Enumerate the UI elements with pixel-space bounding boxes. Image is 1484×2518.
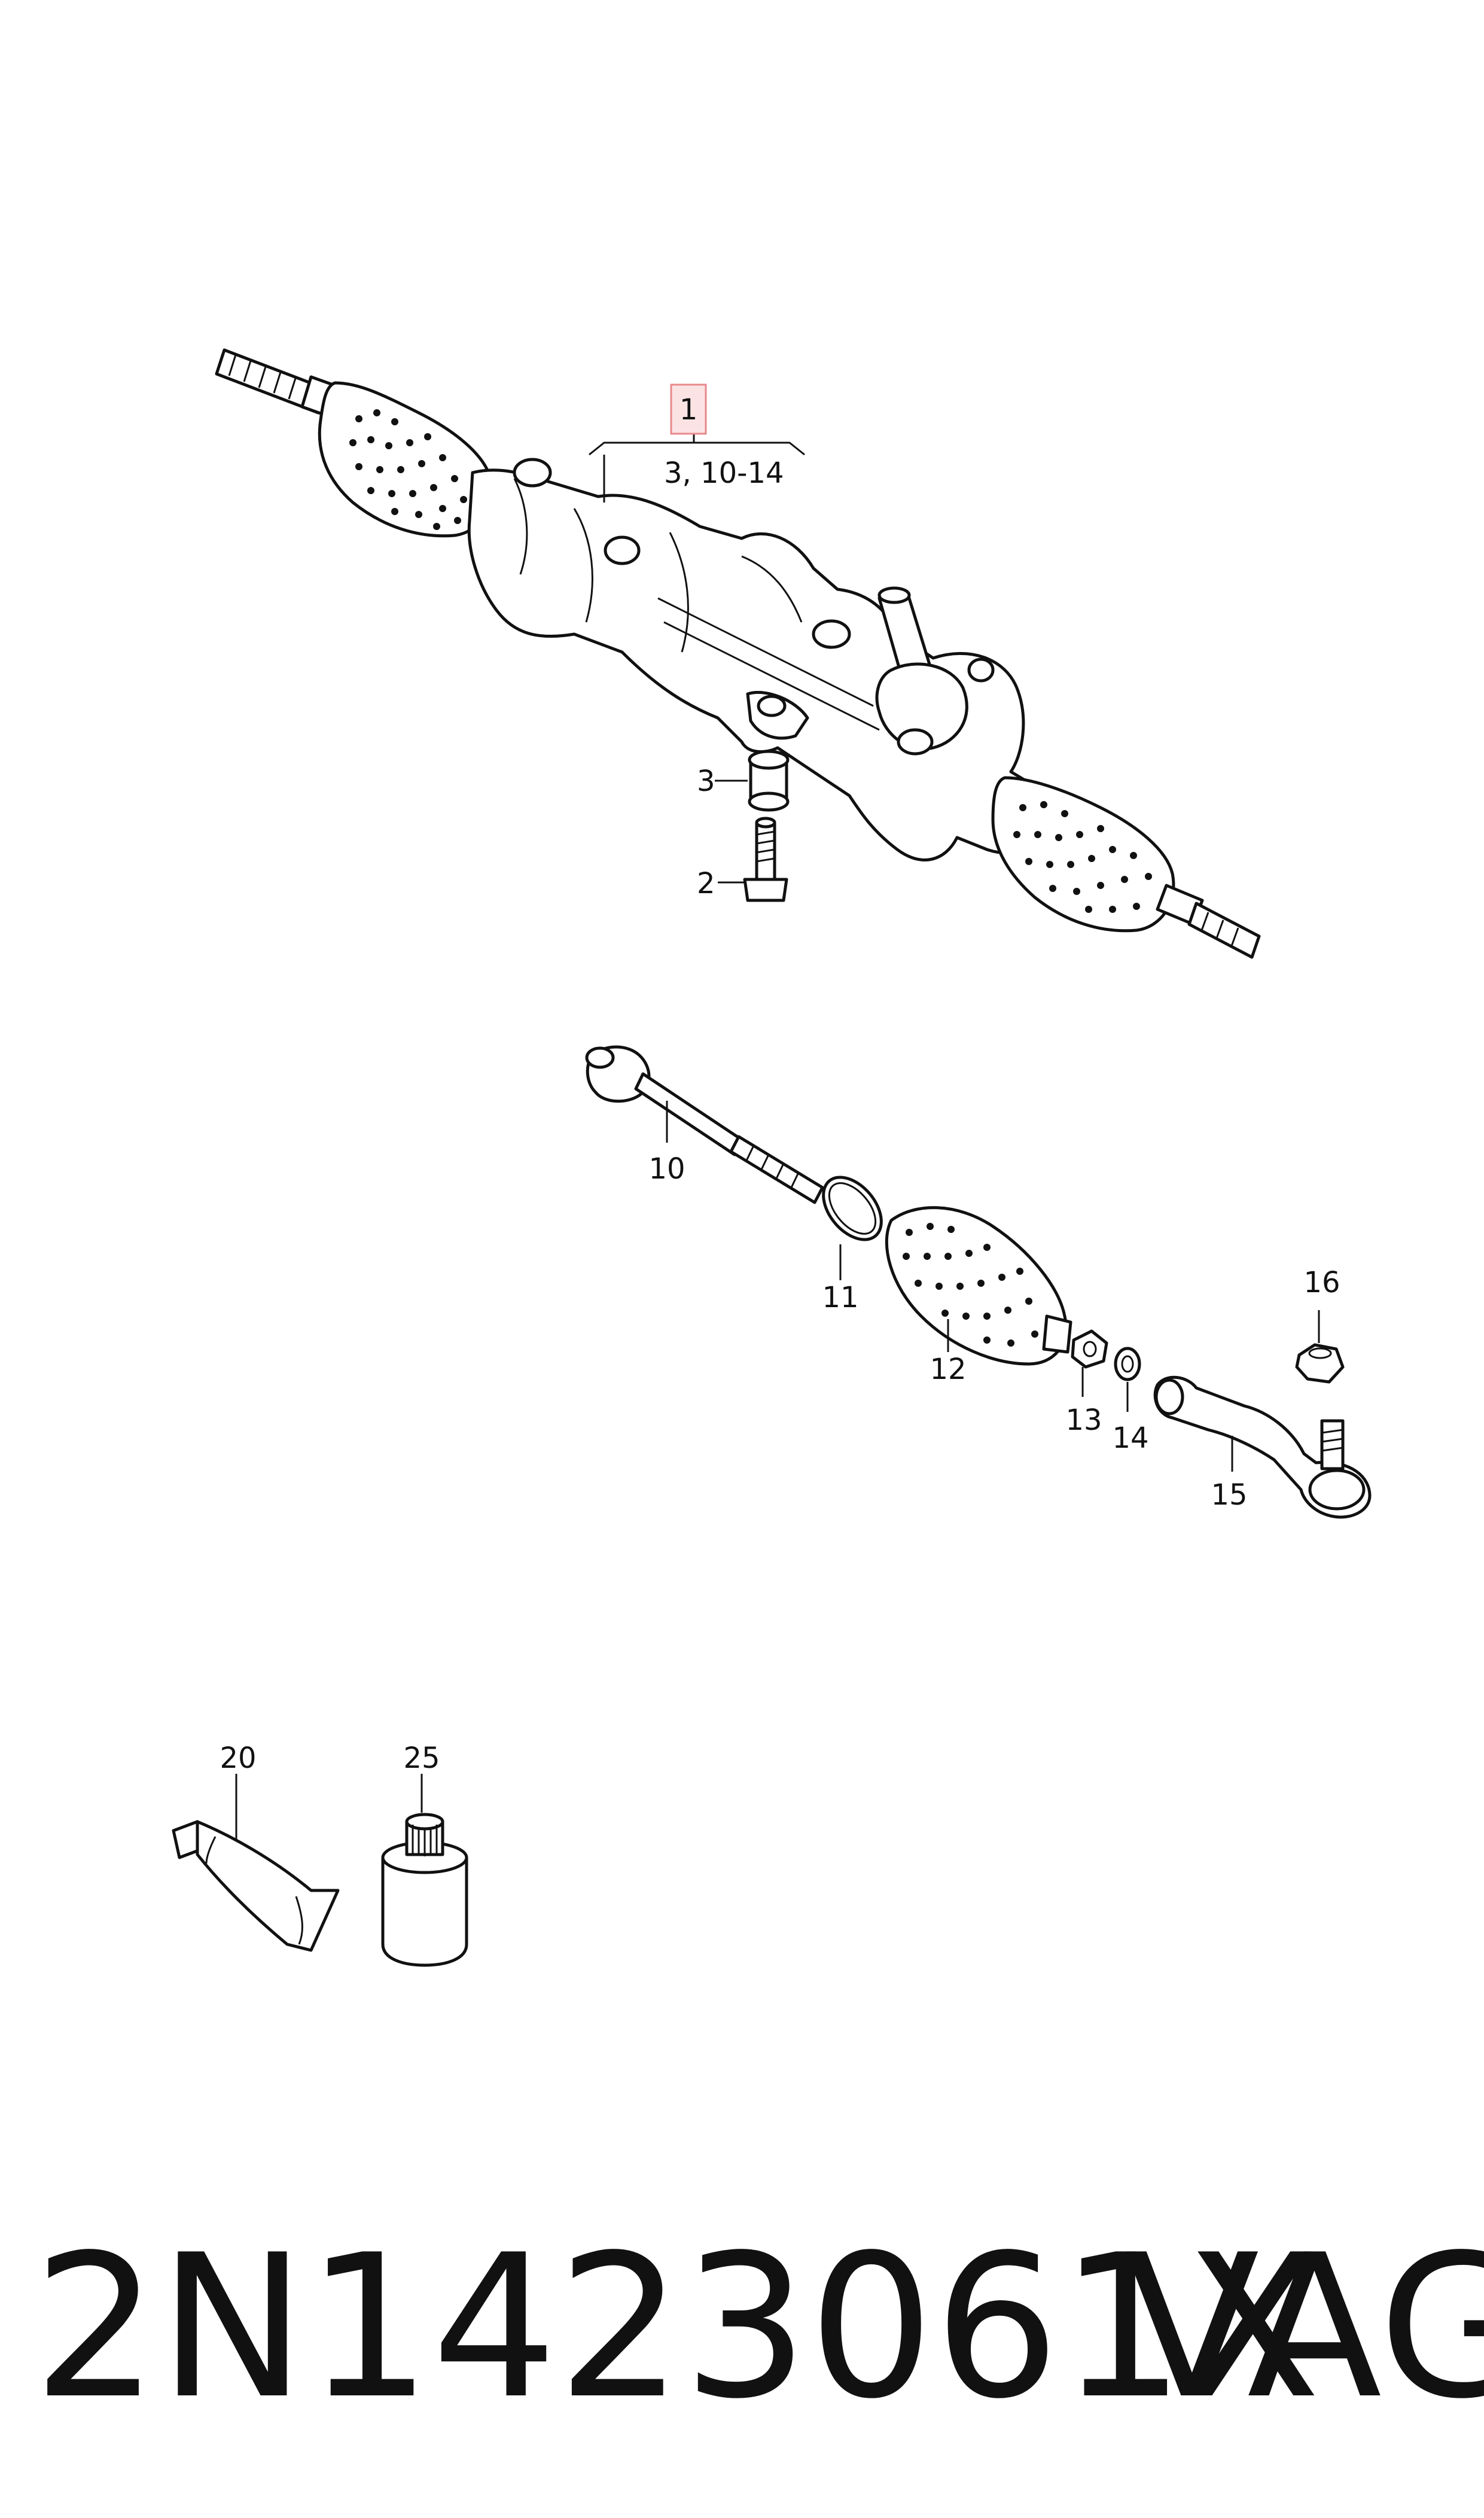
callout-1: 1 [679,393,698,427]
callout-13: 13 [1065,1403,1102,1437]
callout-20: 20 [220,1741,256,1775]
part-2-bolt [718,817,788,902]
part-16-hex-nut [1295,1310,1345,1384]
callout-25: 25 [403,1741,440,1775]
callout-3: 3 [697,765,715,798]
callout-15: 15 [1211,1478,1247,1512]
rack-housing [467,458,1055,861]
part-15-tie-rod-end [1153,1375,1372,1519]
callout-16: 16 [1303,1266,1340,1299]
rack-left-boot [318,381,493,538]
part-10-inner-tie-rod [585,1045,824,1204]
rack-right-thread [1156,884,1261,959]
callout-2: 2 [697,867,715,900]
rack-input-shaft [875,586,995,756]
steering-rack-assembly [215,348,1261,959]
callout-1-sub: 3, 10-14 [664,456,784,490]
callout-11: 11 [822,1281,858,1314]
callout-10: 10 [648,1152,685,1186]
callout-1-bracket [589,434,805,503]
part-3-bushing [715,750,790,812]
rack-right-boot [991,776,1175,933]
part-11-clamp [822,1176,883,1280]
part-25-bottle [381,1774,468,1967]
part-14-washer [1114,1347,1141,1412]
part-20-grease-tube [172,1774,340,1952]
part-12-boot [885,1206,1072,1366]
part-number: 2N1423061X [33,2212,1321,2442]
callout-12: 12 [930,1353,966,1386]
brand-name: VAG [1125,2212,1484,2442]
callout-1-highlight [670,383,707,435]
part-13-nut [1071,1329,1108,1397]
callout-14: 14 [1112,1421,1148,1455]
